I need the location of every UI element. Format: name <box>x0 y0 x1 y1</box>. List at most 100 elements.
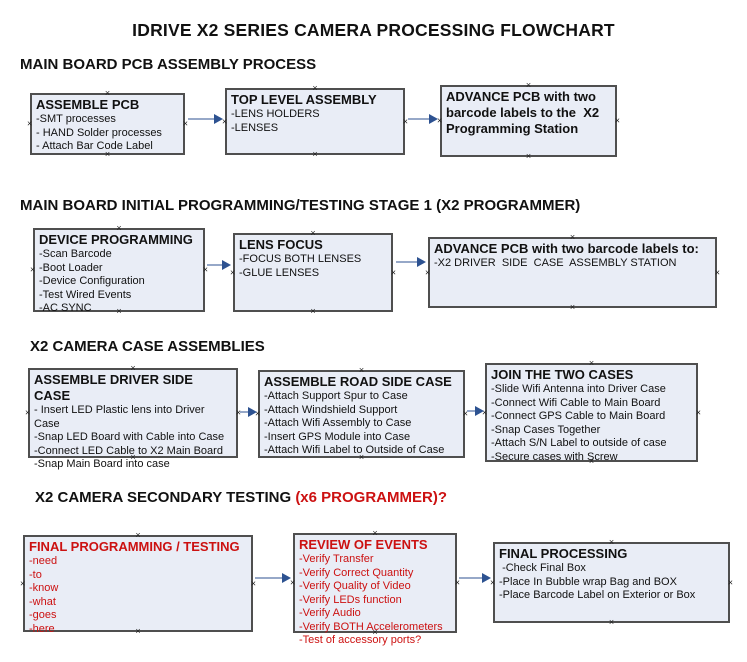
anchor-handle-icon: × <box>454 577 460 588</box>
box-title: REVIEW OF EVENTS <box>299 537 428 552</box>
box-title: LENS FOCUS <box>239 237 323 252</box>
anchor-handle-icon: × <box>714 267 720 277</box>
anchor-handle-icon: × <box>310 306 316 316</box>
box-line: -Verify BOTH Accelerometers <box>299 620 443 633</box>
box-title: ASSEMBLE PCB <box>36 97 140 112</box>
box-lines: -Slide Wifi Antenna into Driver Case-Con… <box>491 383 692 464</box>
anchor-handle-icon: × <box>27 118 33 129</box>
flow-box-device-programming: DEVICE PROGRAMMING -Scan Barcode-Boot Lo… <box>30 224 208 316</box>
box-lines: -X2 DRIVER SIDE CASE ASSEMBLY STATION <box>434 257 711 271</box>
flow-box-advance-pcb-driver-side-station: ADVANCE PCB with two barcode labels to: … <box>425 233 720 312</box>
box-line: -need <box>29 555 58 567</box>
box-lines: -need-to-know-what-goes-here <box>29 555 247 636</box>
box-line: -Attach Support Spur to Case <box>264 390 408 402</box>
section-heading-red-text: (x6 PROGRAMMER)? <box>295 489 447 506</box>
box-line: -Verify Quality of Video <box>299 580 411 592</box>
anchor-handle-icon: × <box>30 264 36 275</box>
flowchart-title: IDRIVE X2 SERIES CAMERA PROCESSING FLOWC… <box>132 20 615 40</box>
box-line: -Check Final Box <box>499 562 586 574</box>
box-title: ADVANCE PCB with two barcode labels to t… <box>446 89 603 136</box>
box-line: -Verify Transfer <box>299 553 374 565</box>
box-line: -GLUE LENSES <box>239 266 320 279</box>
flow-box-join-the-two-cases: JOIN THE TWO CASES -Slide Wifi Antenna i… <box>482 359 701 466</box>
box-line: -Secure cases with Screw <box>491 450 618 463</box>
anchor-handle-icon: × <box>695 407 701 417</box>
flow-arrow <box>459 573 491 583</box>
box-title: TOP LEVEL ASSEMBLY <box>231 92 377 107</box>
flow-arrow <box>396 257 426 267</box>
box-line: -Attach Wifi Assembly to Case <box>264 417 412 429</box>
box-line: -to <box>29 568 42 581</box>
flow-arrow <box>188 114 223 124</box>
box-line: -Place In Bubble wrap Bag and BOX <box>499 575 677 588</box>
anchor-handle-icon: × <box>525 151 532 161</box>
flow-box-assemble-driver-side-case: ASSEMBLE DRIVER SIDE CASE - Insert LED P… <box>25 364 241 471</box>
box-line: -Device Configuration <box>39 275 145 287</box>
box-line: -Test Wired Events <box>39 288 132 301</box>
flow-arrow <box>467 406 484 416</box>
flow-box-final-programming-testing: FINAL PROGRAMMING / TESTING -need-to-kno… <box>20 531 256 636</box>
section-heading-text: MAIN BOARD PCB ASSEMBLY PROCESS <box>20 56 317 73</box>
box-line: -Slide Wifi Antenna into Driver Case <box>491 383 666 395</box>
flow-box-lens-focus: LENS FOCUS -FOCUS BOTH LENSES-GLUE LENSE… <box>230 229 396 316</box>
box-line: - Attach Bar Code Label <box>36 140 153 152</box>
anchor-handle-icon: × <box>182 118 188 129</box>
box-line: -LENS HOLDERS <box>231 108 320 120</box>
box-line: -SMT processes <box>36 113 116 125</box>
box-line: -goes <box>29 609 57 621</box>
flow-arrow <box>240 407 257 417</box>
box-line: -Verify Correct Quantity <box>299 566 414 579</box>
box-lines: - Insert LED Plastic lens into Driver Ca… <box>34 404 232 472</box>
box-line: -Snap Cases Together <box>491 423 601 436</box>
box-line: - Insert LED Plastic lens into Driver Ca… <box>34 404 208 430</box>
box-line: -Verify LEDs function <box>299 593 402 606</box>
box-line: -AC SYNC <box>39 302 92 314</box>
box-lines: -SMT processes- HAND Solder processes- A… <box>36 113 179 154</box>
anchor-handle-icon: × <box>614 115 620 126</box>
anchor-handle-icon: × <box>425 267 431 277</box>
box-line: -X2 DRIVER SIDE CASE ASSEMBLY STATION <box>434 257 677 269</box>
box-line: -Test of accessory ports? <box>299 634 422 646</box>
flow-box-advance-pcb-programming-station: ADVANCE PCB with two barcode labels to t… <box>437 81 620 161</box>
anchor-handle-icon: × <box>250 578 256 588</box>
anchor-handle-icon: × <box>235 407 241 418</box>
section-heading-text: MAIN BOARD INITIAL PROGRAMMING/TESTING S… <box>20 197 581 214</box>
flow-arrow <box>207 260 231 270</box>
box-lines: -Attach Support Spur to Case-Attach Wind… <box>264 390 459 458</box>
section-heading-secondary-testing: X2 CAMERA SECONDARY TESTING (x6 PROGRAMM… <box>35 489 447 506</box>
box-line: -Insert GPS Module into Case <box>264 430 411 443</box>
box-lines: -Scan Barcode-Boot Loader-Device Configu… <box>39 248 199 316</box>
anchor-handle-icon: × <box>390 267 396 277</box>
box-line: -what <box>29 595 56 608</box>
box-line: -here <box>29 622 55 635</box>
box-line: -know <box>29 582 59 594</box>
anchor-handle-icon: × <box>312 149 318 159</box>
box-line: -Snap LED Board with Cable into Case <box>34 431 225 443</box>
box-line: -Connect Wifi Cable to Main Board <box>491 396 661 409</box>
anchor-handle-icon: × <box>25 407 31 418</box>
box-lines: -Check Final Box-Place In Bubble wrap Ba… <box>499 562 724 603</box>
anchor-handle-icon: × <box>727 577 733 587</box>
box-title: FINAL PROGRAMMING / TESTING <box>29 539 240 554</box>
box-line: -LENSES <box>231 121 279 134</box>
box-title: FINAL PROCESSING <box>499 546 628 561</box>
anchor-handle-icon: × <box>202 264 208 275</box>
box-line: -Attach S/N Label to outside of case <box>491 437 667 449</box>
anchor-handle-icon: × <box>20 578 26 588</box>
section-heading-initial-programming: MAIN BOARD INITIAL PROGRAMMING/TESTING S… <box>20 197 580 214</box>
flow-box-assemble-road-side-case: ASSEMBLE ROAD SIDE CASE -Attach Support … <box>255 366 468 462</box>
box-line: -Attach Wifi Label to Outside of Case <box>264 444 445 456</box>
box-line: -Snap Main Board into case <box>34 458 170 470</box>
flow-arrow <box>255 573 291 583</box>
box-line: -Place Barcode Label on Exterior or Box <box>499 589 696 601</box>
box-title: ASSEMBLE DRIVER SIDE CASE <box>34 372 197 403</box>
box-title: DEVICE PROGRAMMING <box>39 232 193 247</box>
flow-arrow <box>408 114 438 124</box>
flow-box-review-of-events: REVIEW OF EVENTS -Verify Transfer-Verify… <box>290 529 460 647</box>
box-line: -Connect GPS Cable to Main Board <box>491 410 666 422</box>
box-line: -Boot Loader <box>39 261 103 274</box>
flow-box-assemble-pcb: ASSEMBLE PCB -SMT processes- HAND Solder… <box>27 89 188 159</box>
section-heading-pcb-assembly: MAIN BOARD PCB ASSEMBLY PROCESS <box>20 56 316 73</box>
section-heading-text: X2 CAMERA CASE ASSEMBLIES <box>30 338 265 355</box>
